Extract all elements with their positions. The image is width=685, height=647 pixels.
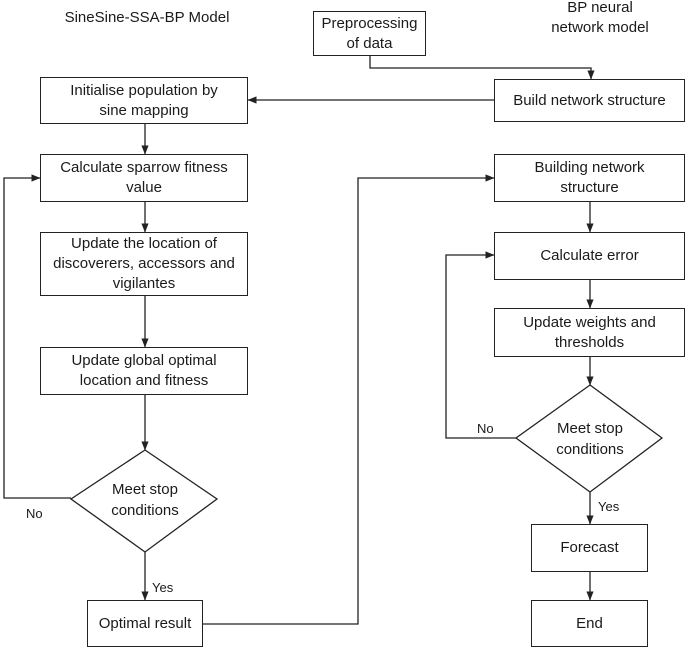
calculate-error-box: Calculate error <box>494 232 685 280</box>
arrow-left-no-loop <box>3 174 71 499</box>
building-network-structure-box: Building network structure <box>494 154 685 202</box>
arrow-result-to-building <box>203 174 495 625</box>
preprocessing-box: Preprocessing of data <box>313 11 426 56</box>
right-yes-label: Yes <box>598 499 620 514</box>
left-no-label: No <box>26 506 43 521</box>
right-decision-label: Meet stop conditions <box>556 420 624 458</box>
right-model-heading: BP neural network model <box>551 0 649 36</box>
arrow-right-no-loop <box>445 251 516 439</box>
left-yes-label: Yes <box>152 580 174 595</box>
forecast-box: Forecast <box>531 524 648 572</box>
calculate-fitness-box: Calculate sparrow fitness value <box>40 154 248 202</box>
left-decision-label: Meet stop conditions <box>111 481 179 519</box>
right-decision-diamond <box>514 384 664 493</box>
left-decision-diamond <box>69 449 219 553</box>
update-global-optimal-box: Update global optimal location and fitne… <box>40 347 248 395</box>
update-weights-box: Update weights and thresholds <box>494 308 685 357</box>
end-box: End <box>531 600 648 647</box>
initialise-population-box: Initialise population by sine mapping <box>40 77 248 124</box>
right-no-label: No <box>477 421 494 436</box>
optimal-result-box: Optimal result <box>87 600 203 647</box>
update-location-box: Update the location of discoverers, acce… <box>40 232 248 296</box>
arrow-preprocessing-to-build <box>369 56 595 80</box>
build-network-structure-box: Build network structure <box>494 79 685 122</box>
left-model-heading: SineSine-SSA-BP Model <box>64 9 230 26</box>
